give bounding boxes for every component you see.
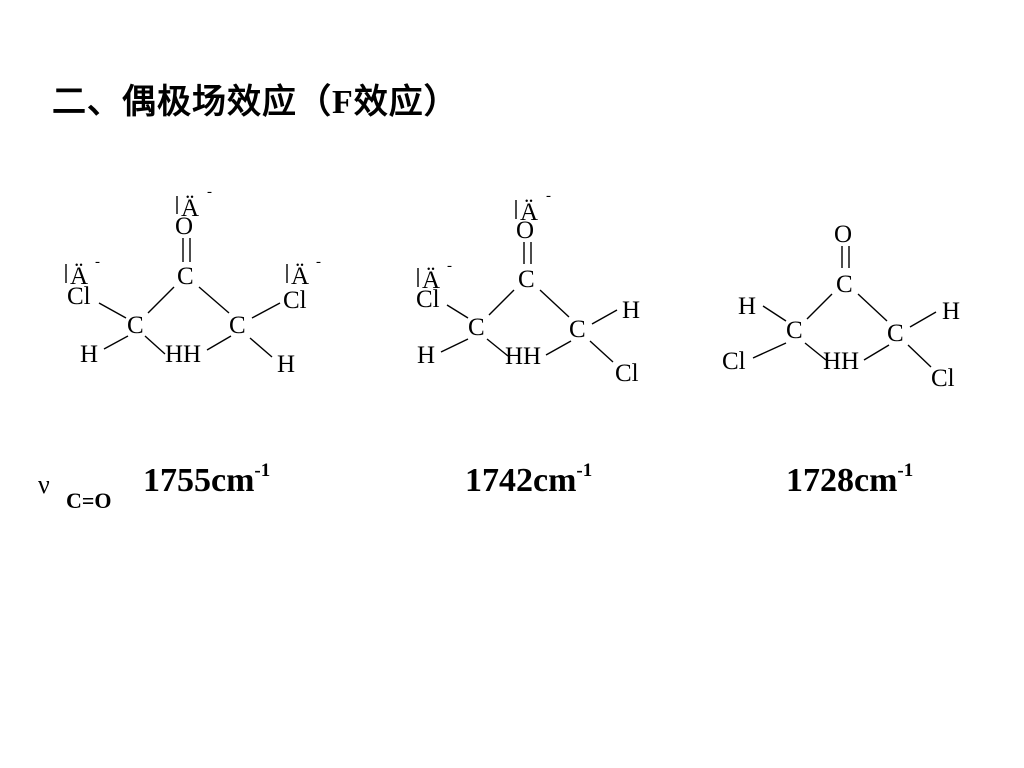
atom-o: O (516, 217, 534, 244)
atom-o: O (834, 221, 852, 248)
atom-hh: HH (165, 341, 201, 368)
frequency-exponent: -1 (897, 460, 914, 481)
atom-h: H (277, 351, 295, 378)
page-title: 二、偶极场效应（F效应） (52, 84, 459, 121)
frequency-2: 1742cm-1 (465, 460, 593, 500)
atom-cl: Cl (283, 287, 307, 314)
atom-cl: Cl (931, 365, 955, 392)
frequency-exponent: -1 (576, 460, 593, 481)
atom-h: H (622, 297, 640, 324)
frequency-value: 1742cm (465, 462, 577, 499)
minus-sign: - (316, 254, 321, 270)
atom-cl: Cl (615, 360, 639, 387)
nu-symbol: ν (38, 470, 50, 499)
minus-sign: - (546, 188, 551, 204)
frequency-value: 1755cm (143, 462, 255, 499)
charge-marker-o2: Ä (520, 199, 538, 226)
atom-cl: Cl (416, 286, 440, 313)
atom-cl: Cl (67, 283, 91, 310)
atom-c-alpha-right: C (229, 312, 246, 339)
nu-subscript: C=O (66, 488, 112, 513)
atom-h: H (942, 298, 960, 325)
molecule-3: O C H H C C Cl HH Cl (722, 221, 960, 392)
atom-c-alpha-right: C (569, 316, 586, 343)
atom-hh: HH (823, 348, 859, 375)
frequency-1: 1755cm-1 (143, 460, 271, 500)
atom-c-alpha-left: C (468, 314, 485, 341)
atom-h: H (417, 342, 435, 369)
minus-sign: - (95, 254, 100, 270)
molecule-2: Ä - O C Ä - Cl C C H H HH Cl (416, 188, 640, 387)
minus-sign: - (207, 184, 212, 200)
frequency-value: 1728cm (786, 462, 898, 499)
atom-c-carbonyl: C (836, 271, 853, 298)
atom-c-alpha-left: C (127, 312, 144, 339)
charge-marker-cl-right: Ä (291, 263, 309, 290)
atom-hh: HH (505, 343, 541, 370)
molecule-1: Ä - O C Ä - Cl Ä - Cl C C H HH H (65, 184, 321, 378)
atom-h: H (738, 293, 756, 320)
frequency-3: 1728cm-1 (786, 460, 914, 500)
frequency-exponent: -1 (254, 460, 271, 481)
charge-marker-cl-left: Ä (70, 263, 88, 290)
atom-h: H (80, 341, 98, 368)
atom-o: O (175, 213, 193, 240)
atom-c-carbonyl: C (177, 263, 194, 290)
minus-sign: - (447, 258, 452, 274)
atom-c-alpha-right: C (887, 320, 904, 347)
charge-marker-cl-left: Ä (422, 267, 440, 294)
atom-cl: Cl (722, 348, 746, 375)
atom-c-carbonyl: C (518, 266, 535, 293)
charge-marker-o1: Ä (181, 195, 199, 222)
atom-c-alpha-left: C (786, 317, 803, 344)
